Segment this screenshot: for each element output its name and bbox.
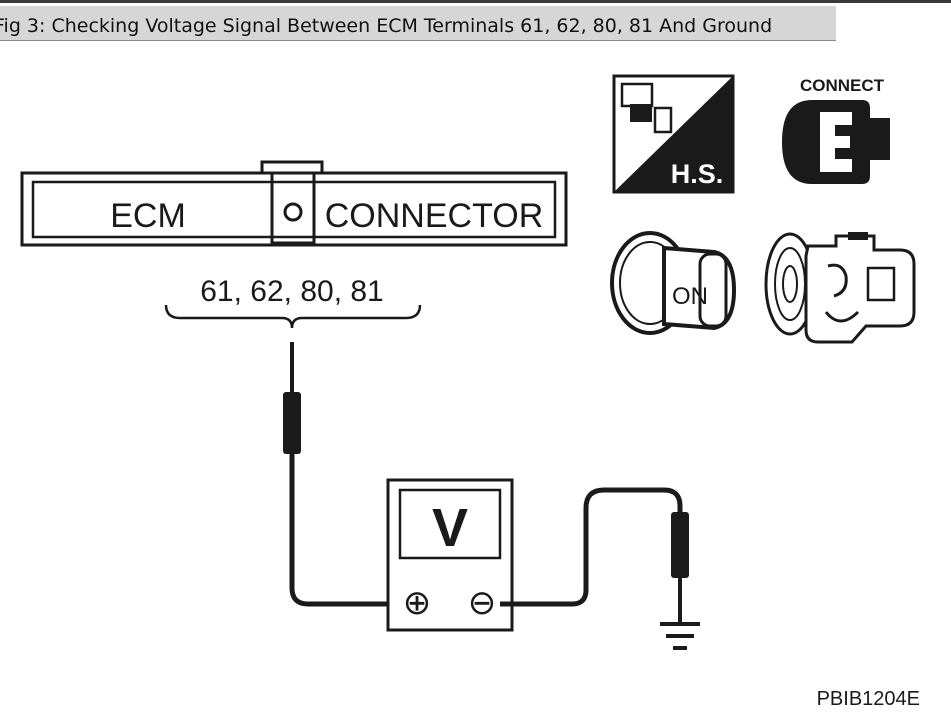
figure-caption: Fig 3: Checking Voltage Signal Between E… — [0, 15, 773, 37]
connect-label: CONNECT — [800, 76, 885, 95]
ecm-label: ECM — [110, 197, 186, 235]
figure-code: PBIB1204E — [817, 688, 920, 710]
caption-bar — [0, 6, 836, 41]
terminals-label: 61, 62, 80, 81 — [200, 275, 384, 308]
positive-terminal-icon: ⊕ — [403, 584, 432, 622]
negative-probe — [500, 487, 689, 622]
hs-label: H.S. — [671, 159, 724, 189]
key-on-label: ON — [672, 283, 708, 310]
ecm-connector: ECM CONNECTOR — [20, 160, 568, 247]
connector-label: CONNECTOR — [325, 197, 544, 235]
ground-icon — [660, 622, 700, 650]
ignition-key-on-icon: ON — [610, 231, 737, 335]
connector-lock-icon — [283, 202, 303, 222]
engine-icon — [764, 232, 916, 344]
top-rule — [0, 0, 951, 3]
terminals-brace — [164, 304, 422, 329]
negative-terminal-icon: ⊖ — [468, 584, 497, 622]
connect-icon: CONNECT — [782, 76, 890, 184]
harness-connector-hs-icon: H.S. — [612, 74, 735, 194]
voltmeter-display: V — [432, 498, 468, 558]
voltmeter: V ⊕ ⊖ — [386, 478, 514, 632]
positive-probe — [283, 342, 400, 607]
